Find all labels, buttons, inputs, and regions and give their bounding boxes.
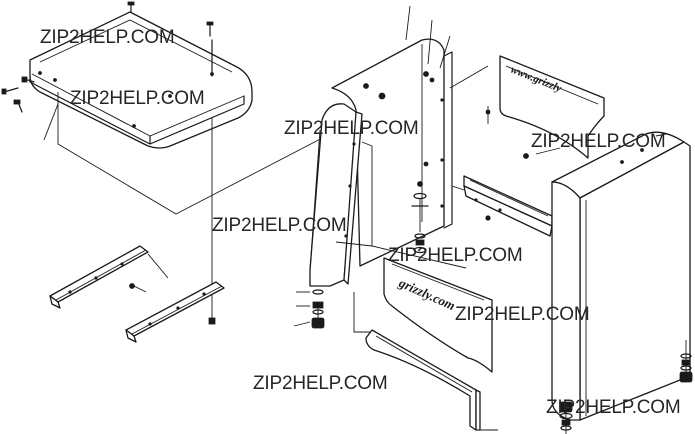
right-rail xyxy=(125,281,225,343)
watermark-text: ZIP2HELP.COM xyxy=(212,215,347,236)
left-rail xyxy=(49,245,169,309)
watermark-text: ZIP2HELP.COM xyxy=(253,373,388,394)
center-leader-lines xyxy=(335,141,467,333)
watermark-text: ZIP2HELP.COM xyxy=(546,397,681,418)
upper-back-panel: www.grizzly xyxy=(499,55,605,159)
tray-screws xyxy=(1,1,214,113)
upper-right-hardware xyxy=(449,65,561,159)
right-feet xyxy=(559,340,693,434)
center-rail xyxy=(451,175,553,237)
center-hardware xyxy=(363,5,451,254)
watermark-text: ZIP2HELP.COM xyxy=(70,88,205,109)
watermark-text: ZIP2HELP.COM xyxy=(284,118,419,139)
watermark-text: ZIP2HELP.COM xyxy=(531,131,666,152)
watermark-text: ZIP2HELP.COM xyxy=(40,27,175,48)
watermark-text: ZIP2HELP.COM xyxy=(388,245,523,266)
center-cabinet xyxy=(309,38,453,287)
top-tray xyxy=(29,11,253,149)
right-cabinet xyxy=(551,131,691,421)
left-feet xyxy=(293,289,325,329)
watermark-text: ZIP2HELP.COM xyxy=(455,304,590,325)
bottom-kick-panel xyxy=(365,329,498,431)
